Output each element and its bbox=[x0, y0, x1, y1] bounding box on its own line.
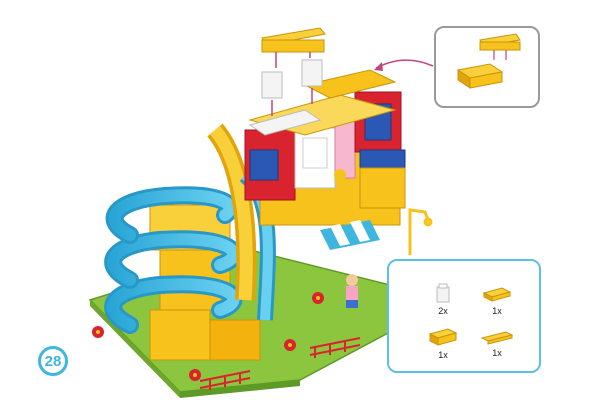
part-item: 2x bbox=[421, 283, 465, 317]
part-item: 1x bbox=[475, 329, 519, 359]
parts-list: 2x 1x 1x 1x bbox=[387, 259, 541, 373]
callout-arrowhead bbox=[374, 62, 383, 71]
part-item: 1x bbox=[475, 285, 519, 317]
spiral-slide bbox=[104, 186, 243, 334]
part-quantity: 1x bbox=[438, 350, 448, 360]
white-brick-icon bbox=[436, 283, 450, 303]
flowers bbox=[92, 169, 346, 381]
roof-plates bbox=[248, 69, 397, 136]
red-fence bbox=[199, 337, 361, 390]
callout-box bbox=[434, 26, 540, 108]
callout-assembly-icon bbox=[456, 33, 521, 89]
new-pieces bbox=[261, 27, 326, 116]
yellow-plate-icon bbox=[482, 287, 512, 302]
part-quantity: 1x bbox=[492, 306, 502, 316]
red-house bbox=[244, 91, 406, 226]
part-item: 1x bbox=[421, 327, 465, 361]
step-number-badge: 28 bbox=[38, 346, 68, 376]
step-number: 28 bbox=[44, 352, 62, 370]
part-quantity: 2x bbox=[438, 306, 448, 316]
yellow-brick-icon bbox=[428, 328, 458, 346]
striped-awning bbox=[320, 220, 380, 250]
minifigure bbox=[346, 274, 358, 308]
callout-arrow bbox=[375, 59, 434, 69]
yellow-long-plate-icon bbox=[480, 331, 514, 345]
part-quantity: 1x bbox=[492, 348, 502, 358]
street-lamp bbox=[408, 208, 433, 255]
